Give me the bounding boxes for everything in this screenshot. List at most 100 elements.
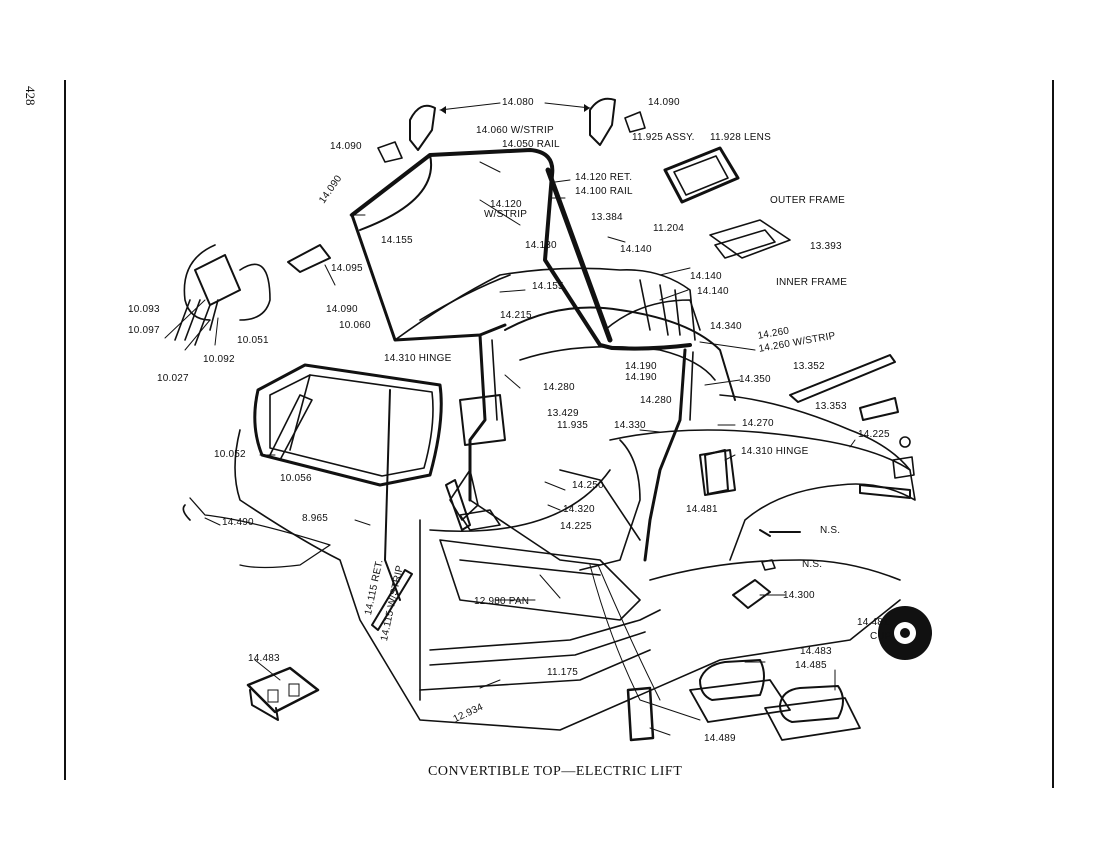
label-14310-hinge-left: 14.310 HINGE <box>384 353 452 364</box>
label-inner-frame: INNER FRAME <box>776 277 848 288</box>
label-14050-rail: 14.050 RAIL <box>502 139 560 150</box>
label-12980-pan: 12.980 PAN <box>474 596 530 607</box>
rear-fender <box>609 429 916 561</box>
label-14140-c: 14.140 <box>697 286 729 297</box>
top-latch-left <box>409 104 436 151</box>
bracket-14095 <box>287 244 331 273</box>
label-13353: 13.353 <box>815 401 847 412</box>
label-13384: 13.384 <box>591 212 623 223</box>
top-frame-bow <box>350 148 692 351</box>
left-margin-rule <box>64 80 66 780</box>
label-14320: 14.320 <box>563 504 595 515</box>
plate-13353 <box>859 397 899 421</box>
body-door-outline <box>234 429 901 731</box>
motor-right <box>779 685 844 723</box>
label-14090-left: 14.090 <box>330 141 362 152</box>
label-11928-lens: 11.928 LENS <box>710 132 771 143</box>
label-14250: 14.250 <box>572 480 604 491</box>
dome-light <box>663 146 740 204</box>
label-14340: 14.340 <box>710 321 742 332</box>
label-14190-a: 14.190 <box>625 361 657 372</box>
label-14330: 14.330 <box>614 420 646 431</box>
label-14300: 14.300 <box>783 590 815 601</box>
label-14215: 14.215 <box>500 310 532 321</box>
label-10097: 10.097 <box>128 325 160 336</box>
label-14120: 14.120 <box>490 199 522 210</box>
left-lift-link <box>468 333 487 502</box>
label-13352: 13.352 <box>793 361 825 372</box>
left-hinge <box>459 394 506 446</box>
bolt-14225 <box>859 484 911 499</box>
label-14155-lower: 14.155 <box>532 281 564 292</box>
label-14140-b: 14.140 <box>690 271 722 282</box>
label-14225-lower: 14.225 <box>560 521 592 532</box>
switch-14483 <box>246 666 320 714</box>
label-outer-frame: OUTER FRAME <box>770 195 845 206</box>
windshield-frame <box>253 363 443 487</box>
motor-base-left <box>689 679 791 723</box>
label-14120-wstrip: W/STRIP <box>484 209 528 220</box>
label-14481-a: 14.481 <box>686 504 718 515</box>
top-latch-right <box>589 97 616 146</box>
label-11925-assy: 11.925 ASSY. <box>632 132 695 143</box>
dome-light-inner-frame <box>714 229 776 259</box>
label-11175: 11.175 <box>547 667 579 678</box>
right-lift-link <box>643 348 687 562</box>
label-14483-motor: 14.483 <box>800 646 832 657</box>
label-10051: 10.051 <box>237 335 269 346</box>
label-10092: 10.092 <box>203 354 235 365</box>
label-ns-2: N.S. <box>802 559 823 570</box>
label-ns-1: N.S. <box>820 525 841 536</box>
motor-left <box>699 659 765 701</box>
label-14489: 14.489 <box>704 733 736 744</box>
label-14485: 14.485 <box>795 660 827 671</box>
label-14481-b: 14.481 <box>857 617 889 628</box>
label-14280-b: 14.280 <box>640 395 672 406</box>
label-10060: 10.060 <box>339 320 371 331</box>
label-14120-ret: 14.120 RET. <box>575 172 633 183</box>
label-10056: 10.056 <box>280 473 312 484</box>
label-14090-mid: 14.090 <box>326 304 358 315</box>
label-cup: CUP <box>870 631 892 642</box>
label-14483-switch: 14.483 <box>248 653 280 664</box>
label-8965: 8.965 <box>302 513 329 524</box>
sill-molding <box>429 609 661 666</box>
label-14310-hinge-right: 14.310 HINGE <box>741 446 809 457</box>
bracket-14300 <box>732 579 771 609</box>
label-13393: 13.393 <box>810 241 842 252</box>
hinge-14310 <box>704 449 729 495</box>
label-10052: 10.052 <box>214 449 246 460</box>
label-14270: 14.270 <box>742 418 774 429</box>
wiring-switch <box>194 254 241 306</box>
label-10027: 10.027 <box>157 373 189 384</box>
label-14190-b: 14.190 <box>625 372 657 383</box>
hydraulic-lines <box>589 564 701 721</box>
label-14225-right: 14.225 <box>858 429 890 440</box>
label-14095: 14.095 <box>331 263 363 274</box>
diagram-caption: CONVERTIBLE TOP—ELECTRIC LIFT <box>428 764 683 779</box>
label-14100-rail: 14.100 RAIL <box>575 186 633 197</box>
hose-14490 <box>189 497 331 569</box>
top-frame-left-side <box>350 213 507 342</box>
label-14155-upper: 14.155 <box>381 235 413 246</box>
label-14490: 14.490 <box>222 517 254 528</box>
label-13429: 13.429 <box>547 408 579 419</box>
rear-deck-line <box>649 559 901 581</box>
dome-light-outer-frame <box>709 219 791 259</box>
label-10093: 10.093 <box>128 304 160 315</box>
label-14280-a: 14.280 <box>543 382 575 393</box>
wire-10052 <box>269 394 313 461</box>
label-14080: 14.080 <box>502 97 534 108</box>
label-14350: 14.350 <box>739 374 771 385</box>
label-14130: 14.130 <box>525 240 557 251</box>
rear-bow <box>504 306 736 401</box>
right-margin-rule <box>1052 80 1054 788</box>
relay-14489 <box>626 686 655 742</box>
floor-pan <box>439 539 641 621</box>
label-11935: 11.935 <box>557 420 589 431</box>
retainer-14115 <box>371 569 413 631</box>
motor-base-right <box>764 697 861 741</box>
rail-13352 <box>789 354 896 403</box>
